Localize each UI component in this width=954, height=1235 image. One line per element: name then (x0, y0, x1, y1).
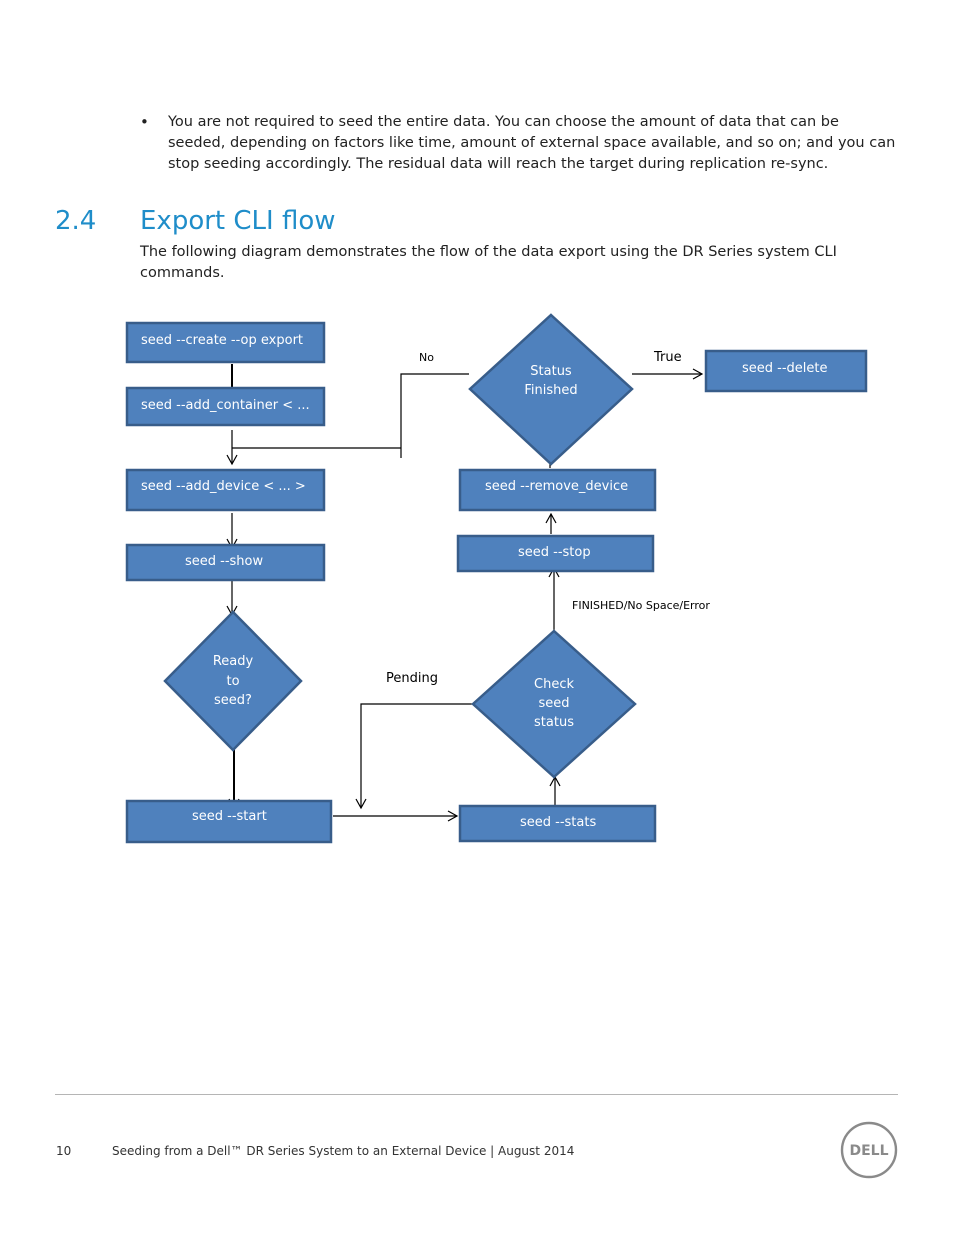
box-seed-add-container (125, 386, 326, 427)
box-seed-show (125, 543, 326, 582)
section-title: Export CLI flow (140, 206, 336, 236)
decision-check-line2: seed (538, 696, 569, 711)
decision-check-seed-status (471, 629, 637, 779)
box-seed-start-label: seed --start (192, 809, 267, 824)
decision-ready-line3: seed? (214, 693, 252, 708)
footer-text: Seeding from a Dell™ DR Series System to… (112, 1144, 575, 1158)
decision-ready-line1: Ready (213, 654, 254, 669)
decision-check-line3: status (534, 715, 574, 730)
decision-ready-to-seed (163, 610, 303, 752)
dell-logo-icon: DELL (840, 1121, 898, 1179)
footer-divider (55, 1094, 898, 1095)
label-pending: Pending (386, 671, 438, 686)
decision-status-finished (468, 313, 634, 466)
section-number: 2.4 (55, 206, 97, 236)
box-seed-stats-label: seed --stats (520, 815, 596, 830)
label-finished-no-space-error: FINISHED/No Space/Error (572, 599, 710, 612)
box-seed-stop-label: seed --stop (518, 545, 591, 560)
box-seed-add-device (125, 468, 326, 512)
label-no: No (419, 351, 434, 364)
box-seed-stop (456, 534, 655, 573)
box-seed-stats (458, 804, 657, 843)
intro-paragraph: The following diagram demonstrates the f… (140, 244, 837, 281)
box-seed-remove-device-label: seed --remove_device (485, 479, 628, 494)
box-seed-add-container-label: seed --add_container < ... (141, 398, 310, 413)
box-seed-remove-device (458, 468, 657, 512)
arrow-pending-loop (355, 703, 472, 810)
bullet-text: You are not required to seed the entire … (168, 114, 896, 172)
box-seed-add-device-label: seed --add_device < ... > (141, 479, 306, 494)
decision-status-line1: Status (530, 364, 572, 379)
box-seed-start (125, 799, 333, 844)
box-seed-delete (704, 349, 868, 393)
decision-ready-line2: to (226, 674, 239, 689)
decision-check-line1: Check (534, 677, 574, 692)
dell-logo-text: DELL (849, 1143, 888, 1159)
box-seed-show-label: seed --show (185, 554, 264, 569)
line-status-no (400, 373, 469, 458)
decision-status-line2: Finished (524, 383, 577, 398)
box-seed-create-label: seed --create --op export (141, 333, 303, 348)
label-true: True (653, 350, 682, 365)
box-seed-create (125, 321, 326, 364)
box-seed-delete-label: seed --delete (742, 361, 828, 376)
bullet-symbol: • (140, 113, 149, 131)
footer-page-number: 10 (56, 1144, 72, 1158)
